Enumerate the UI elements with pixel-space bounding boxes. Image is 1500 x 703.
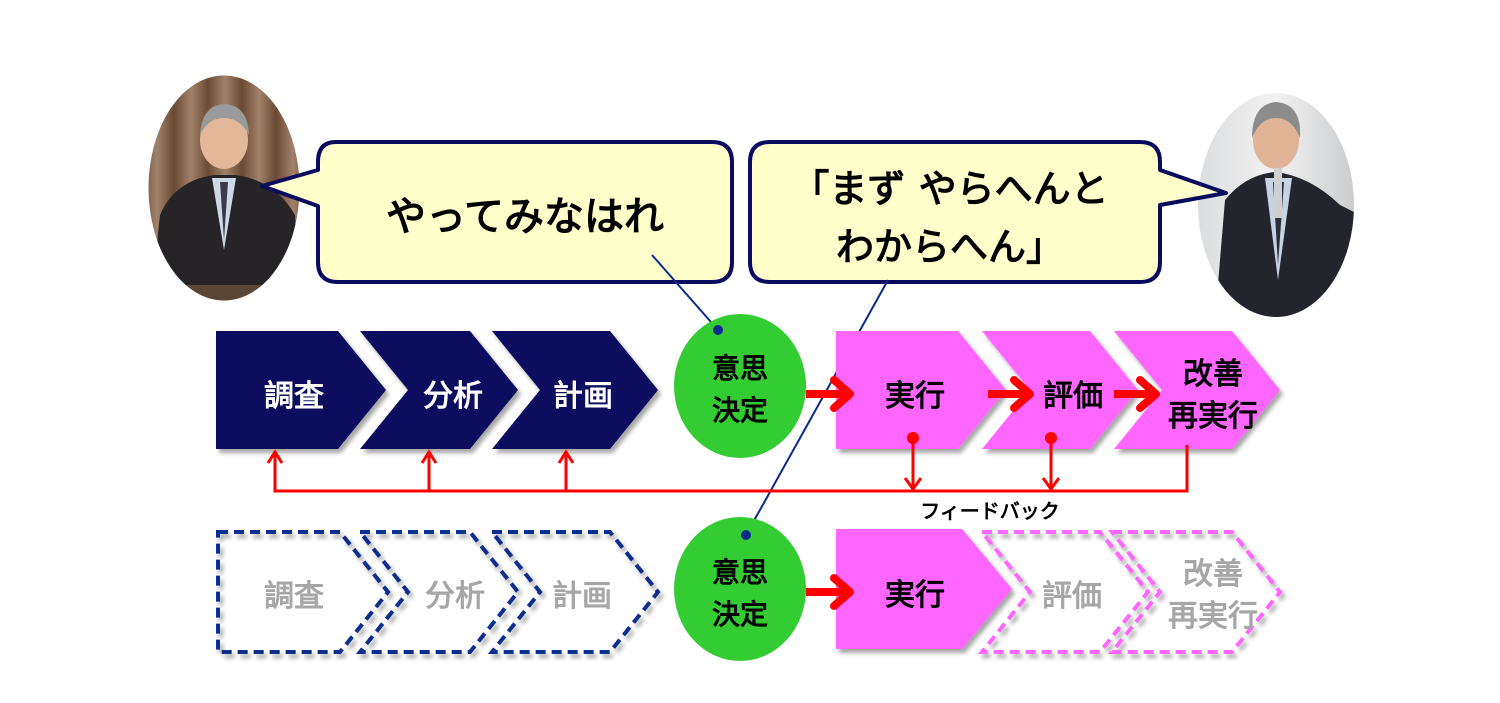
bottom-step-kaizen <box>1107 530 1283 654</box>
bottom-step-chousa-label: 調査 <box>264 579 324 614</box>
flow-arrow-jikkou-to-hyouka <box>988 376 1034 412</box>
top-decision-line1: 意思 <box>712 352 768 385</box>
bottom-step-keikaku-label: 計画 <box>552 579 612 614</box>
bottom-step-bunseki <box>355 530 521 654</box>
bottom-step-hyouka <box>977 530 1151 654</box>
top-step-chousa <box>216 331 386 449</box>
pointer-line-left <box>651 254 719 331</box>
top-step-hyouka <box>982 331 1138 449</box>
top-step-keikaku <box>492 331 658 449</box>
top-step-jikkou <box>836 331 1006 449</box>
top-step-kaizen <box>1114 331 1280 449</box>
speech-bubble-right-line2: わからへん」 <box>836 225 1064 269</box>
flow-arrow-bottom-decision-to-jikkou <box>806 574 854 610</box>
bottom-step-bunseki-label: 分析 <box>425 579 485 614</box>
top-step-bunseki-label: 分析 <box>423 379 483 414</box>
top-decision-line2: 決定 <box>712 394 768 427</box>
bottom-decision-line1: 意思 <box>712 556 768 589</box>
bottom-decision-line2: 決定 <box>712 598 768 631</box>
speaker-right-photo <box>1198 93 1354 317</box>
speech-bubble-right-line1: 「まず やらへんと <box>791 167 1108 211</box>
top-step-hyouka-label: 評価 <box>1043 379 1103 414</box>
feedback-origin-hyouka <box>1045 432 1057 444</box>
feedback-loop <box>266 438 1189 493</box>
top-step-kaizen-line1: 改善 <box>1183 357 1243 392</box>
top-row: 調査 分析 計画 意思 決定 実行 評価 改善 再実行 <box>216 314 1280 523</box>
bottom-step-jikkou <box>836 529 1012 649</box>
feedback-label: フィードバック <box>920 499 1060 523</box>
bottom-row: 調査 分析 計画 意思 決定 実行 評価 改善 再実行 <box>216 517 1283 661</box>
top-decision-circle <box>674 314 806 458</box>
flow-arrow-decision-to-jikkou <box>806 376 854 412</box>
bottom-step-hyouka-label: 評価 <box>1042 579 1102 614</box>
top-step-kaizen-line2: 再実行 <box>1168 399 1258 434</box>
top-step-jikkou-label: 実行 <box>885 379 945 414</box>
pointer-dot-bottom <box>741 530 751 540</box>
feedback-origin-jikkou <box>907 432 919 444</box>
bottom-step-kaizen-line1: 改善 <box>1183 557 1243 592</box>
speech-bubble-right: 「まず やらへんと わからへん」 <box>748 140 1228 284</box>
flow-arrow-hyouka-to-kaizen <box>1114 376 1160 412</box>
speech-bubble-left-text: やってみなはれ <box>386 194 664 240</box>
bottom-step-kaizen-line2: 再実行 <box>1168 599 1258 634</box>
bottom-decision-circle <box>674 517 806 661</box>
top-step-bunseki <box>360 331 518 449</box>
top-step-chousa-label: 調査 <box>264 379 324 414</box>
top-step-keikaku-label: 計画 <box>553 379 613 414</box>
bottom-step-jikkou-label: 実行 <box>885 578 945 613</box>
bottom-step-chousa <box>216 530 391 654</box>
speech-bubble-left: やってみなはれ <box>260 140 734 284</box>
bottom-step-keikaku <box>487 530 661 654</box>
